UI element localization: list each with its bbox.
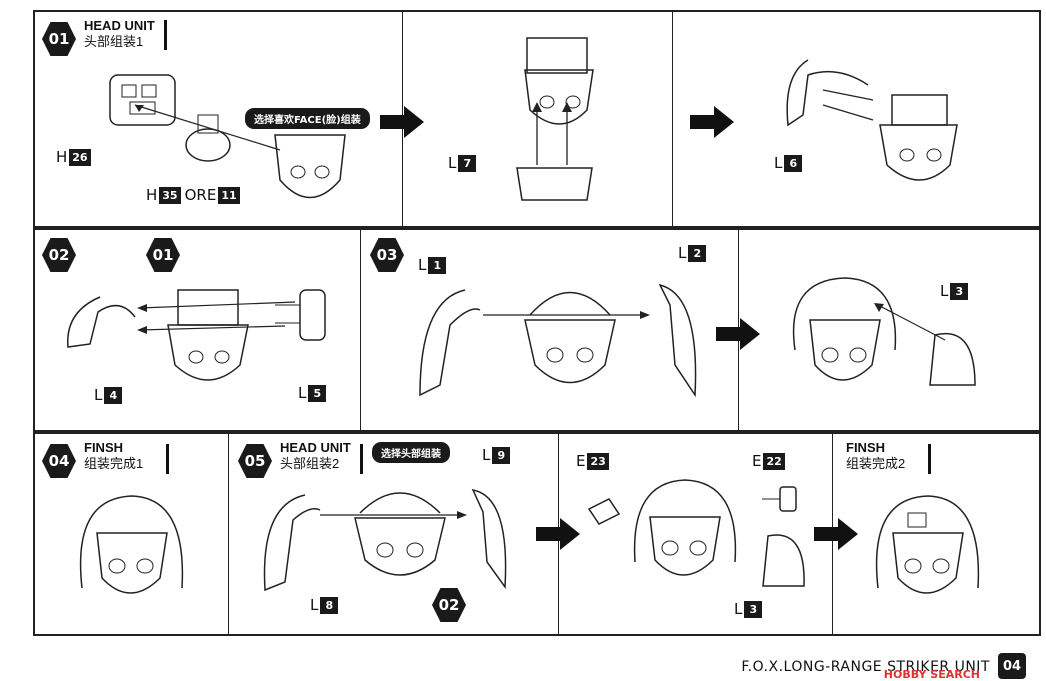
divider-r3a — [228, 434, 229, 634]
title-bar — [928, 444, 931, 474]
head-with-hair-drawing — [792, 277, 897, 381]
page-number: 04 — [998, 653, 1026, 679]
title-bar — [166, 444, 169, 474]
face-assembled-drawing — [879, 94, 958, 181]
step-title-en: HEAD UNIT — [280, 440, 351, 455]
title-bar — [360, 444, 363, 474]
step-title-en: HEAD UNIT — [84, 18, 155, 33]
panel-row-2 — [33, 228, 1041, 432]
ref-badge-01: 01 — [146, 238, 180, 272]
accessory-e23-drawing — [587, 498, 621, 525]
head-hair-drawing — [524, 291, 616, 384]
next-arrow-4 — [536, 518, 580, 550]
head-front-drawing — [167, 289, 249, 381]
row3-line — [320, 511, 467, 519]
l7-part-drawing — [516, 102, 593, 201]
next-arrow-2 — [690, 106, 734, 138]
step-title-zh: 头部组装1 — [84, 34, 144, 49]
bangs-l3b-drawing — [762, 534, 805, 587]
step-title-05: HEAD UNIT 头部组装2 — [280, 440, 351, 472]
ref-badge-02: 02 — [432, 588, 466, 622]
watermark: HOBBY SEARCH — [883, 668, 980, 681]
accessory-e22-drawing — [762, 486, 797, 512]
next-arrow-3 — [716, 318, 760, 350]
finished-head-2-drawing — [875, 495, 980, 594]
step-title-en: FINSH — [846, 440, 885, 455]
head-hair-3-drawing — [633, 479, 737, 576]
step-title-zh: 组装完成1 — [84, 456, 144, 471]
bangs-arrow — [874, 303, 946, 341]
step-title-04: FINSH 组装完成1 — [84, 440, 143, 472]
assembly-line — [134, 104, 281, 151]
next-arrow-1 — [380, 106, 424, 138]
bangs-l3-drawing — [929, 332, 976, 386]
step-tag-head: 选择头部组装 — [372, 442, 450, 463]
divider-r1b — [672, 12, 673, 226]
hair-piece-l8-drawing — [263, 494, 321, 592]
head-frame-drawing — [109, 74, 176, 126]
step-title-06: FINSH 组装完成2 — [846, 440, 905, 472]
next-arrow-5 — [814, 518, 858, 550]
step-title-zh: 头部组装2 — [280, 456, 340, 471]
hair-piece-l2-drawing — [658, 283, 697, 398]
divider-r2a — [360, 230, 361, 430]
finished-head-1-drawing — [79, 495, 184, 594]
step-title-en: FINSH — [84, 440, 123, 455]
row2-arrows — [137, 301, 296, 334]
step-tag-face: 选择喜欢FACE(脸)组装 — [245, 108, 370, 129]
step-title-zh: 组装完成2 — [846, 456, 906, 471]
hair-piece-l9-drawing — [471, 488, 507, 590]
footer-title: F.O.X.LONG-RANGE STRIKER UNIT — [741, 659, 990, 675]
title-bar — [164, 20, 167, 50]
hair-piece-l1-drawing — [419, 289, 481, 397]
row2b-line — [483, 311, 650, 319]
step-title-01: HEAD UNIT 头部组装1 — [84, 18, 155, 50]
face-drawing — [274, 134, 346, 199]
head-hair-2-drawing — [354, 492, 446, 576]
ear-part-drawing — [275, 289, 326, 341]
hair-left-drawing — [67, 296, 136, 348]
back-hair-drawing — [786, 59, 874, 127]
